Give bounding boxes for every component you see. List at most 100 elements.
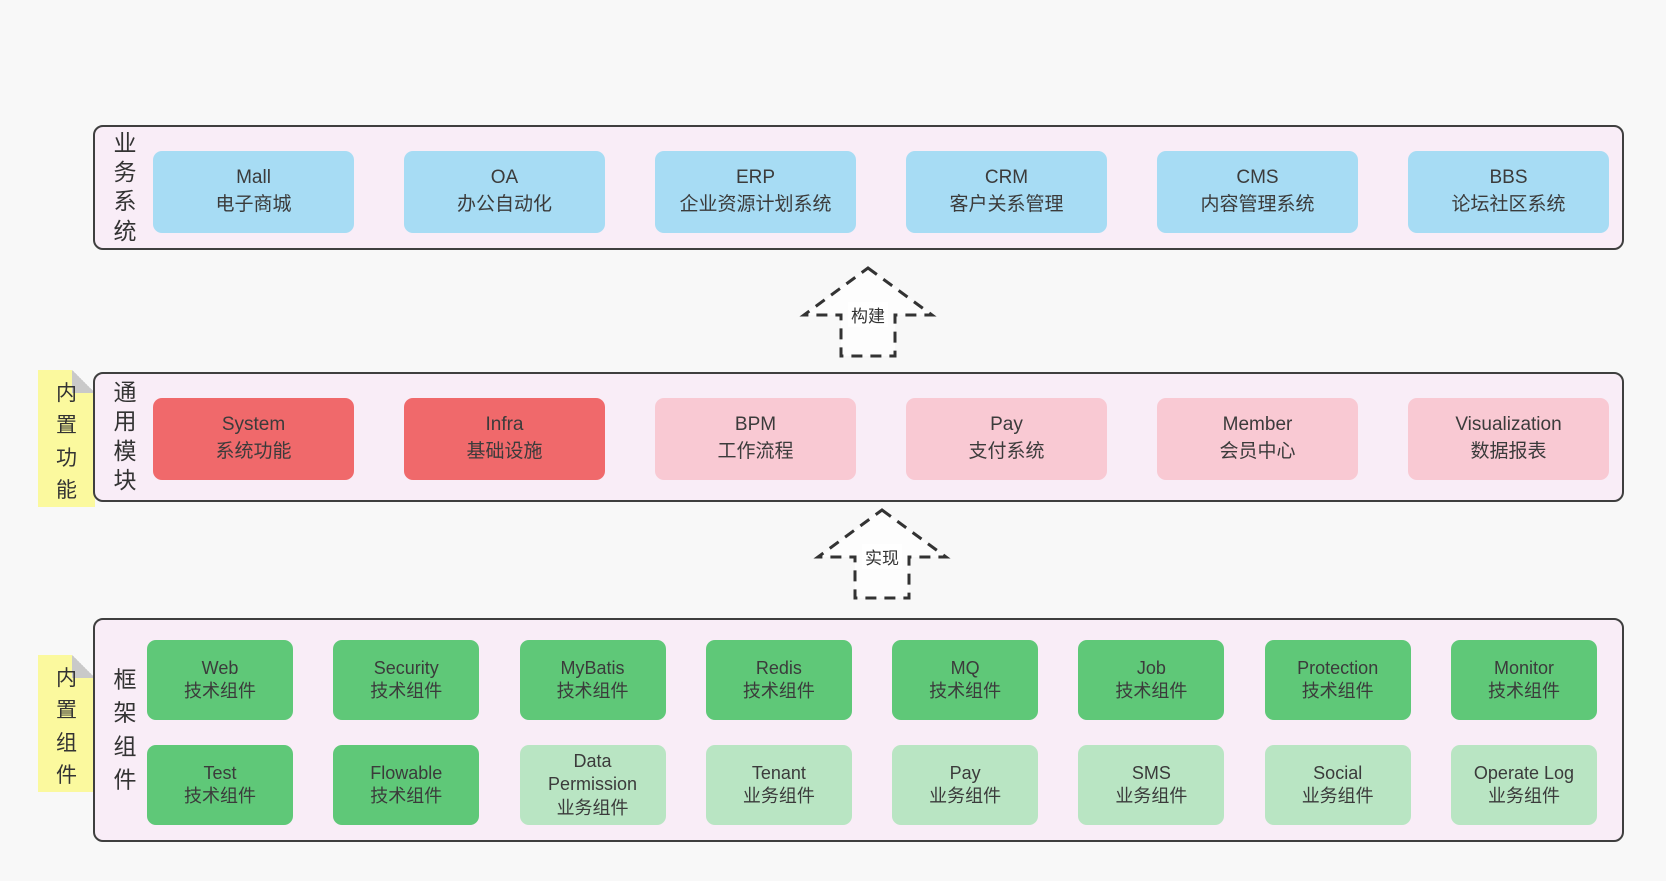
- box-bpm: BPM 工作流程: [655, 398, 856, 480]
- box-title-zh: 技术组件: [929, 681, 1002, 701]
- box-title-en: Pay: [949, 762, 981, 783]
- box-bbs: BBS 论坛社区系统: [1408, 151, 1609, 233]
- box-job: Job 技术组件: [1078, 640, 1225, 720]
- box-title-zh: 支付系统: [968, 441, 1045, 462]
- box-title-zh: 技术组件: [370, 786, 443, 806]
- arrow-label-build: 构建: [848, 302, 888, 327]
- box-title-zh: 数据报表: [1470, 441, 1547, 462]
- box-mall: Mall 电子商城: [153, 151, 354, 233]
- box-title-zh: 系统功能: [215, 441, 292, 462]
- box-redis: Redis 技术组件: [705, 640, 852, 720]
- box-test: Test 技术组件: [147, 745, 293, 825]
- box-title-en: Monitor: [1493, 657, 1554, 678]
- box-title-zh: 客户关系管理: [949, 194, 1064, 215]
- folded-corner-icon: [72, 370, 95, 393]
- box-pay-system: Pay 支付系统: [906, 398, 1107, 480]
- box-title-en: Protection: [1297, 657, 1379, 678]
- box-title-zh: 企业资源计划系统: [679, 194, 832, 215]
- box-title-en: MQ: [950, 657, 980, 678]
- box-cms: CMS 内容管理系统: [1157, 151, 1358, 233]
- box-title-en: Web: [201, 657, 239, 678]
- band-common-modules: 通用模块 System 系统功能 Infra 基础设施 BPM 工作流程 Pay…: [93, 372, 1624, 502]
- box-title-zh: 技术组件: [370, 681, 443, 701]
- box-sms: SMS 业务组件: [1078, 745, 1225, 825]
- note-label-builtin-components: 内置组件: [56, 666, 77, 788]
- box-title-zh: 基础设施: [466, 441, 543, 462]
- box-title-en: Redis: [755, 657, 802, 678]
- box-flowable: Flowable 技术组件: [333, 745, 480, 825]
- box-title-en: BPM: [734, 414, 777, 436]
- box-title-zh: 论坛社区系统: [1451, 194, 1566, 215]
- box-title-en: System: [221, 414, 286, 436]
- box-tenant: Tenant 业务组件: [705, 745, 852, 825]
- box-oa: OA 办公自动化: [404, 151, 605, 233]
- band-business-systems: 业务系统 Mall 电子商城 OA 办公自动化 ERP 企业资源计划系统 CRM…: [93, 125, 1624, 250]
- box-member: Member 会员中心: [1157, 398, 1358, 480]
- box-pay-component: Pay 业务组件: [892, 745, 1039, 825]
- box-security: Security 技术组件: [333, 640, 480, 720]
- sticky-note-builtin-features: 内置功能: [38, 370, 95, 507]
- box-title-zh: 技术组件: [184, 681, 256, 701]
- box-title-zh: 业务组件: [742, 786, 815, 806]
- box-title-en: Infra: [485, 414, 524, 436]
- box-title-en: Pay: [990, 414, 1023, 436]
- components-row-1: Web 技术组件 Security 技术组件 MyBatis 技术组件 Redi…: [147, 640, 1597, 720]
- side-label-common-modules: 通用模块: [113, 379, 137, 494]
- box-social: Social 业务组件: [1264, 745, 1411, 825]
- box-title-zh: 技术组件: [1487, 681, 1560, 701]
- box-title-zh: 业务组件: [929, 786, 1002, 806]
- components-row-2: Test 技术组件 Flowable 技术组件 Data Permission …: [147, 745, 1597, 825]
- box-title-en: Member: [1222, 414, 1293, 436]
- business-boxes-row: Mall 电子商城 OA 办公自动化 ERP 企业资源计划系统 CRM 客户关系…: [153, 151, 1609, 233]
- box-title-zh: 业务组件: [1301, 786, 1374, 806]
- sticky-note-builtin-components: 内置组件: [38, 655, 95, 792]
- box-title-en: OA: [490, 167, 519, 189]
- box-title-en: Test: [203, 762, 237, 783]
- box-title-en: BBS: [1489, 167, 1528, 189]
- box-title-en: MyBatis: [560, 657, 625, 678]
- box-data-permission: Data Permission 业务组件: [519, 745, 666, 825]
- box-title-zh: 业务组件: [556, 797, 629, 818]
- box-title-zh: 工作流程: [717, 441, 794, 462]
- box-title-en: ERP: [735, 167, 776, 189]
- box-system: System 系统功能: [153, 398, 354, 480]
- box-title-en: Mall: [236, 167, 271, 189]
- box-protection: Protection 技术组件: [1264, 640, 1411, 720]
- side-label-framework-components: 框架组件: [113, 666, 137, 793]
- box-mq: MQ 技术组件: [892, 640, 1039, 720]
- box-title-en: CRM: [984, 167, 1029, 189]
- box-erp: ERP 企业资源计划系统: [655, 151, 856, 233]
- box-infra: Infra 基础设施: [404, 398, 605, 480]
- box-monitor: Monitor 技术组件: [1450, 640, 1597, 720]
- box-title-en: Visualization: [1455, 414, 1562, 436]
- modules-boxes-row: System 系统功能 Infra 基础设施 BPM 工作流程 Pay 支付系统…: [153, 398, 1609, 480]
- box-mybatis: MyBatis 技术组件: [519, 640, 666, 720]
- note-label-builtin-features: 内置功能: [56, 381, 77, 503]
- box-visualization: Visualization 数据报表: [1408, 398, 1609, 480]
- box-title-zh: 电子商城: [215, 194, 292, 215]
- box-title-zh: 技术组件: [556, 681, 629, 701]
- arrow-implement: 实现: [812, 506, 952, 602]
- band-framework-components: 框架组件 Web 技术组件 Security 技术组件 MyBatis 技术组件…: [93, 618, 1624, 842]
- box-crm: CRM 客户关系管理: [906, 151, 1107, 233]
- box-title-zh: 办公自动化: [456, 194, 552, 215]
- box-title-zh: 技术组件: [742, 681, 815, 701]
- box-title-zh: 业务组件: [1487, 786, 1560, 806]
- box-title-en: Security: [373, 657, 439, 678]
- arrow-build: 构建: [798, 264, 938, 360]
- side-label-business-systems: 业务系统: [113, 129, 137, 244]
- box-title-en: Job: [1136, 657, 1166, 678]
- box-title-zh: 会员中心: [1219, 441, 1296, 462]
- box-title-en: CMS: [1236, 167, 1279, 189]
- box-title-zh: 技术组件: [184, 786, 256, 806]
- folded-corner-icon: [72, 655, 95, 678]
- box-title-en: SMS: [1131, 762, 1171, 783]
- box-title-zh: 技术组件: [1115, 681, 1188, 701]
- box-title-zh: 技术组件: [1301, 681, 1374, 701]
- box-operate-log: Operate Log 业务组件: [1450, 745, 1597, 825]
- box-title-zh: 业务组件: [1115, 786, 1188, 806]
- box-title-en: Flowable: [370, 762, 443, 783]
- box-web: Web 技术组件: [147, 640, 293, 720]
- box-title-en: Tenant: [751, 762, 806, 783]
- arrow-label-implement: 实现: [862, 544, 902, 569]
